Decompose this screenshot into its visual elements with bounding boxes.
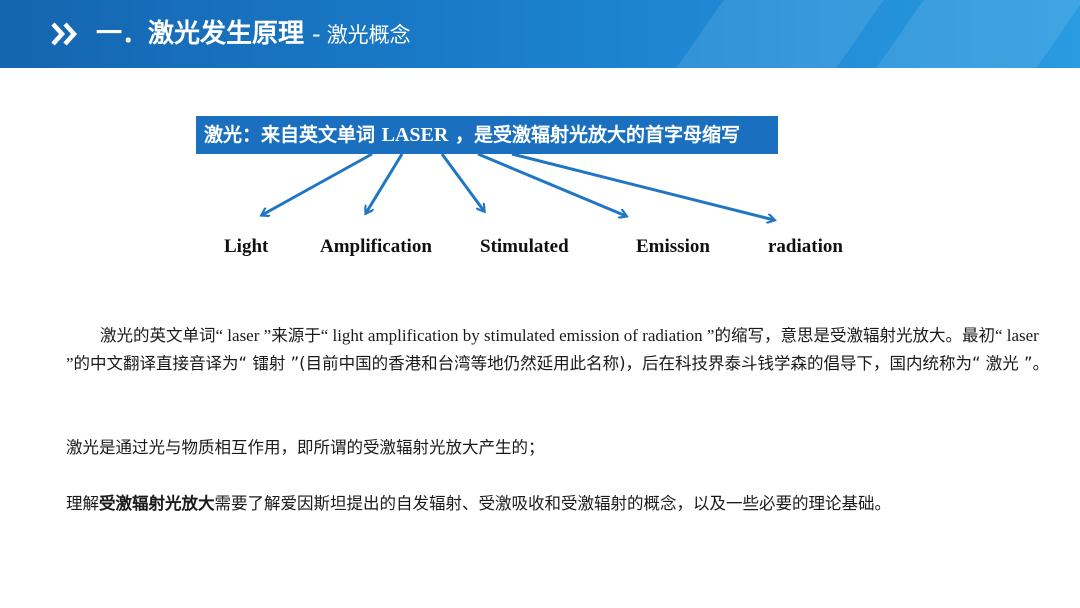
word-radiation: radiation	[768, 236, 843, 257]
arrow-amplification	[366, 153, 404, 213]
para1-quote: “ 激光 ”	[972, 354, 1033, 373]
word-light: Light	[224, 236, 269, 257]
para1-text: (目前中国的香港和台湾等地仍然延用此名称)，后在科技界泰斗钱学森的倡导下，国内统…	[299, 354, 973, 373]
banner-suffix: ，是受激辐射光放大的首字母缩写	[448, 124, 740, 146]
banner-term: LASER	[381, 124, 449, 146]
title-sub: 激光概念	[326, 23, 411, 47]
para1-quote: “ laser ”	[215, 326, 272, 345]
word-emission: Emission	[636, 236, 710, 257]
para1-text: 。	[1032, 354, 1050, 373]
para3-emphasis: 受激辐射光放大	[99, 494, 215, 513]
arrow-radiation	[511, 152, 774, 220]
para1-text: 的中文翻译直接音译为	[73, 354, 239, 373]
page-title: 一．激光发生原理-激光概念	[96, 17, 411, 51]
para1-text: 来源于	[271, 326, 321, 345]
header-bar: 一．激光发生原理-激光概念	[0, 0, 1080, 68]
word-stimulated: Stimulated	[480, 236, 569, 257]
para3-text: 需要了解爱因斯坦提出的自发辐射、受激吸收和受激辐射的概念，以及一些必要的理论基础…	[214, 494, 892, 513]
para1-quote: “ laser ”	[66, 326, 1039, 373]
para1-quote: “ light amplification by stimulated emis…	[320, 326, 715, 345]
title-separator: -	[312, 20, 321, 48]
para1-text: 的缩写，意思是受激辐射光放大。最初	[714, 326, 995, 345]
para1-text: 激光的英文单词	[100, 326, 216, 345]
arrow-light	[262, 152, 373, 215]
paragraph-understanding: 理解受激辐射光放大需要了解爱因斯坦提出的自发辐射、受激吸收和受激辐射的概念，以及…	[66, 490, 1056, 518]
double-chevron-right-icon	[51, 22, 78, 46]
para1-quote: “ 镭射 ”	[238, 354, 300, 373]
definition-banner: 激光：来自英文单词 LASER ，是受激辐射光放大的首字母缩写	[196, 116, 778, 154]
word-amplification: Amplification	[320, 236, 432, 257]
title-main: 一．激光发生原理	[96, 19, 305, 49]
arrow-stimulated	[440, 153, 484, 211]
paragraph-definition: 激光的英文单词“ laser ”来源于“ light amplification…	[66, 322, 1056, 378]
paragraph-generation: 激光是通过光与物质相互作用，即所谓的受激辐射光放大产生的；	[66, 438, 545, 457]
banner-prefix: 激光：来自英文单词	[204, 124, 382, 146]
para3-text: 理解	[66, 494, 99, 513]
arrow-emission	[477, 152, 626, 216]
